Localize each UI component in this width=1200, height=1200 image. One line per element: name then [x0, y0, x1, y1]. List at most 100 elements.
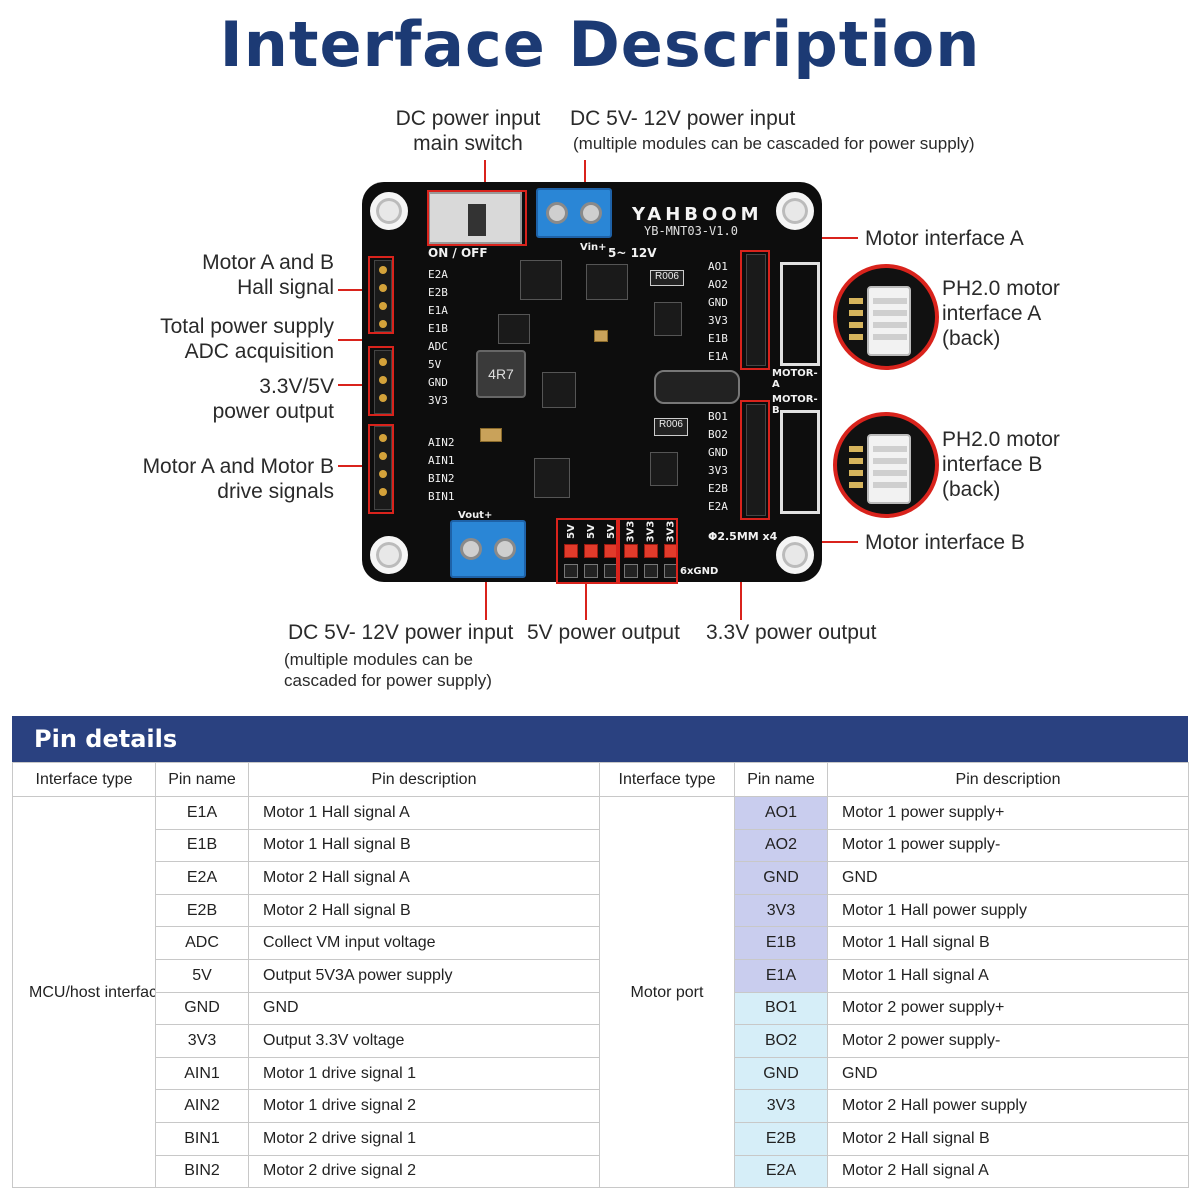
motor-driver-board: ON / OFF Vin+ 5~ 12V YAHBOOM YB-MNT03-V1…: [362, 182, 822, 582]
pin-label-e2a-b: E2A: [708, 500, 728, 513]
pin-desc-cell: GND: [248, 991, 600, 1026]
group-mcu-host-text: MCU/host interface: [29, 983, 156, 1001]
callout-drive-line2: drive signals: [217, 480, 334, 503]
pin-desc-cell: Motor 2 Hall signal A: [827, 1154, 1189, 1189]
shunt-resistor: R006: [650, 270, 684, 286]
group-motor-port: Motor port: [599, 795, 735, 1189]
terminal-screw: [546, 202, 568, 224]
pin-name-cell: ADC: [155, 926, 249, 960]
out-5v-pin[interactable]: [564, 544, 578, 558]
motor-a-ph-connector[interactable]: [780, 262, 820, 366]
connector-pin: [849, 470, 863, 476]
bottom-power-terminal[interactable]: [450, 520, 526, 578]
pin-desc-cell: Collect VM input voltage: [248, 926, 600, 960]
header-pin: [379, 488, 387, 496]
pin-name-cell: GND: [734, 861, 828, 895]
table-header-row: Interface type Pin name Pin description …: [12, 762, 1189, 797]
mosfet-chip: [534, 458, 570, 498]
callout-ph-b: PH2.0 motor interface B (back): [942, 427, 1060, 502]
pin-desc-cell: Motor 1 Hall signal A: [827, 958, 1189, 993]
pin-label-ao2: AO2: [708, 278, 728, 291]
pin-desc-cell: Motor 2 Hall signal A: [248, 861, 600, 895]
gnd-pin[interactable]: [584, 564, 598, 578]
pin-desc-cell: Motor 1 drive signal 2: [248, 1089, 600, 1123]
pin-desc-cell: Motor 2 Hall signal B: [827, 1121, 1189, 1156]
callout-ph-a-line2: interface A: [942, 302, 1042, 325]
callout-adc-line1: Total power supply: [160, 315, 334, 338]
controller-chip: [542, 372, 576, 408]
table-row: E2B Motor 2 Hall signal B 3V3 Motor 1 Ha…: [13, 893, 1189, 928]
pin-desc-cell: Motor 2 power supply-: [827, 1024, 1189, 1058]
pin-label-e1a: E1A: [428, 304, 448, 317]
callout-adc-line2: ADC acquisition: [184, 340, 334, 363]
callout-power-output: 3.3V/5V power output: [120, 374, 334, 424]
highlight-5v-output: [556, 518, 618, 584]
connector-pin: [849, 322, 863, 328]
pin-desc-cell: Motor 2 drive signal 2: [248, 1154, 600, 1189]
connector-pin: [849, 482, 863, 488]
electrolytic-capacitor: [654, 370, 740, 404]
header-pin: [379, 376, 387, 384]
pin-desc-cell: Motor 1 Hall signal B: [248, 828, 600, 863]
pin-name-cell: GND: [155, 991, 249, 1026]
out-5v-pin[interactable]: [584, 544, 598, 558]
page-title: Interface Description: [219, 8, 981, 81]
left-pin-labels: E2A E2B E1A E1B ADC 5V GND 3V3: [428, 266, 448, 410]
pin-label-3v3-b: 3V3: [708, 464, 728, 477]
table-row: MCU/host interface E1A Motor 1 Hall sign…: [12, 795, 1189, 1189]
out-3v3-pin[interactable]: [644, 544, 658, 558]
motor-a-label: MOTOR-A: [772, 368, 818, 390]
callout-drive-signals: Motor A and Motor B drive signals: [90, 454, 334, 504]
pin-label-ao1: AO1: [708, 260, 728, 273]
motor-b-header[interactable]: [746, 404, 766, 516]
motor-a-header[interactable]: [746, 254, 766, 366]
callout-motor-b: Motor interface B: [865, 531, 1025, 554]
header-pin: [379, 266, 387, 274]
pin-desc-cell: Motor 2 drive signal 1: [248, 1121, 600, 1156]
pin-desc-cell: GND: [827, 1056, 1189, 1091]
out-3v3-pin[interactable]: [624, 544, 638, 558]
pin-details-table: Interface type Pin name Pin description …: [12, 762, 1189, 1189]
shunt-resistor: R006: [654, 418, 688, 436]
pin-label-e1b: E1B: [428, 322, 448, 335]
drive-header: [374, 426, 392, 510]
mounting-hole: [776, 192, 814, 230]
vout-label: Vout+: [458, 510, 493, 521]
pin-name-cell: AIN2: [155, 1089, 249, 1123]
header-pin: [379, 358, 387, 366]
gnd-pin[interactable]: [564, 564, 578, 578]
col-pin-name-right: Pin name: [734, 762, 828, 797]
drive-pin-labels: AIN2 AIN1 BIN2 BIN1: [428, 434, 455, 506]
gnd-count-label: 6xGND: [680, 566, 719, 577]
connector-slot: [873, 310, 907, 316]
gnd-pin[interactable]: [644, 564, 658, 578]
power-switch[interactable]: [428, 192, 522, 244]
gnd-pin[interactable]: [624, 564, 638, 578]
connector-pin: [849, 310, 863, 316]
top-power-terminal[interactable]: [536, 188, 612, 238]
connector-pin: [849, 446, 863, 452]
motor-b-ph-connector[interactable]: [780, 410, 820, 514]
callout-bottom-note-line1: (multiple modules can be: [284, 650, 473, 669]
highlight-motor-b-header: [740, 400, 770, 520]
pin-details-heading: Pin details: [12, 716, 1188, 762]
callout-main-switch-line2: main switch: [413, 132, 523, 155]
motor-a-pin-labels: AO1 AO2 GND 3V3 E1B E1A: [708, 258, 728, 366]
pin-desc-cell: GND: [827, 861, 1189, 895]
callout-5v-output: 5V power output: [527, 621, 680, 644]
pin-name-cell: E1A: [155, 796, 249, 830]
callout-ph-a: PH2.0 motor interface A (back): [942, 276, 1060, 351]
callout-bottom-power-note: (multiple modules can be cascaded for po…: [284, 649, 492, 691]
callout-hall-line1: Motor A and B: [202, 251, 334, 274]
pin-name-cell: E2A: [734, 1154, 828, 1189]
pin-name-cell: E1B: [734, 926, 828, 960]
highlight-switch: [427, 190, 527, 246]
ph2-motor-a-inset: [833, 264, 939, 370]
table-row: 3V3 Output 3.3V voltage BO2 Motor 2 powe…: [13, 1024, 1189, 1058]
pin-label-gnd-b: GND: [708, 446, 728, 459]
table-row: ADC Collect VM input voltage E1B Motor 1…: [13, 926, 1189, 960]
pin-name-cell: GND: [734, 1056, 828, 1091]
terminal-screw: [580, 202, 602, 224]
table-row: AIN1 Motor 1 drive signal 1 GND GND: [13, 1056, 1189, 1091]
ph2-motor-b-inset: [833, 412, 939, 518]
